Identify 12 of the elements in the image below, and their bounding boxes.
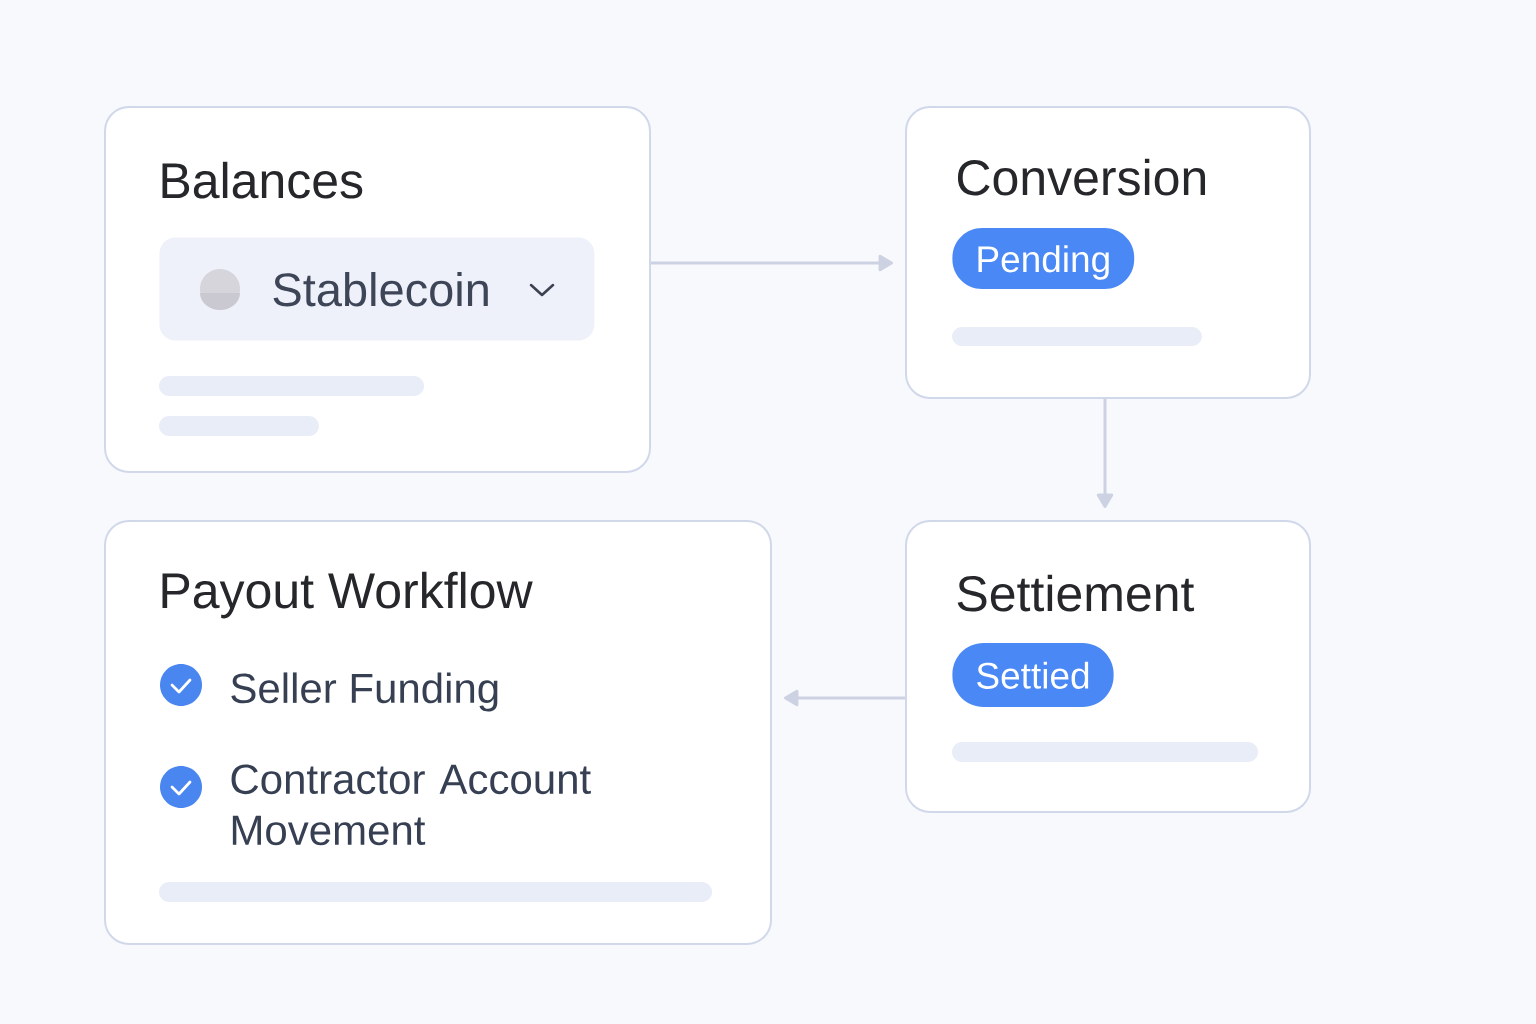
card-title: Payout Workflow bbox=[162, 571, 533, 619]
status-badge: Settied bbox=[952, 643, 1114, 707]
card-title: Settiement bbox=[957, 574, 1195, 612]
arrow bbox=[1096, 399, 1114, 508]
checklist-item: Contractor Account Movement bbox=[231, 764, 591, 846]
arrow bbox=[651, 254, 893, 272]
checklist-item: Seller Funding bbox=[231, 672, 498, 712]
arrow bbox=[784, 689, 905, 707]
card-title: Conversion bbox=[957, 158, 1205, 196]
status-badge: Pending bbox=[952, 228, 1135, 289]
card-title: Balances bbox=[162, 161, 363, 199]
dropdown: Stablecoin bbox=[159, 237, 595, 341]
